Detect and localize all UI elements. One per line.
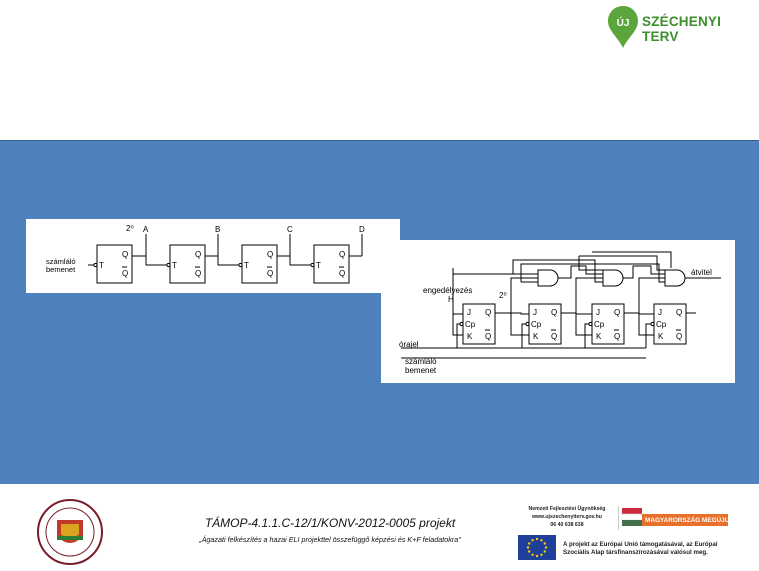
ff2-q-label: Q [195, 250, 201, 259]
ff3-qbar-label: Q [267, 269, 273, 278]
ff1-q-label: Q [122, 250, 128, 259]
ff4-q-label: Q [676, 308, 682, 317]
hungary-renews-banner [617, 506, 730, 530]
output-a-label: A [143, 225, 149, 234]
ff2-qbar-label: Q [551, 332, 557, 341]
ff1-cp-label: Cp [465, 320, 476, 329]
agency-website: www.ujszechenyiterv.gov.hu [532, 514, 602, 520]
ff4-j-label: J [658, 308, 662, 317]
ff3-cp-label: Cp [594, 320, 605, 329]
ff2-k-label: K [533, 332, 539, 341]
power-label: 2⁰ [126, 224, 134, 233]
ff3-j-label: J [596, 308, 600, 317]
ff3-qbar-label: Q [614, 332, 620, 341]
ff1-k-label: K [467, 332, 473, 341]
ff3-t-label: T [244, 261, 249, 270]
ff1-j-label: J [467, 308, 471, 317]
clock-label: órajel [399, 340, 419, 349]
carry-label: átvitel [691, 268, 712, 277]
agency-phone: 06 40 638 638 [550, 522, 584, 528]
ff2-qbar-label: Q [195, 269, 201, 278]
power-label-2: 2⁰ [499, 291, 507, 300]
eu-funding-line-2: Szociális Alap társfinanszírozásával val… [563, 549, 708, 556]
hungary-banner-text: MAGYARORSZÁG MEGÚJUL [645, 517, 734, 524]
eu-funding-line-1: A projekt az Európai Unió támogatásával,… [563, 541, 718, 548]
hungary-flag-icon [617, 506, 728, 530]
async-counter-diagram: számláló bemenet 2⁰ A B C D T Q Q T Q Q … [26, 219, 400, 293]
counter-input-label-1: számláló [46, 257, 76, 266]
ff2-t-label: T [172, 261, 177, 270]
ff4-cp-label: Cp [656, 320, 667, 329]
ff4-q-label: Q [339, 250, 345, 259]
agency-info: Nemzeti Fejlesztési Ügynökség www.ujszec… [516, 505, 618, 529]
agency-name: Nemzeti Fejlesztési Ügynökség [528, 506, 606, 512]
ff4-t-label: T [316, 261, 321, 270]
ff3-q-label: Q [267, 250, 273, 259]
university-seal-icon [37, 499, 103, 565]
enable-signal-label: H [448, 295, 454, 304]
project-title: TÁMOP-4.1.1.C-12/1/KONV-2012-0005 projek… [204, 516, 456, 530]
counter-label-2: bemenet [405, 366, 437, 375]
counter-label-1: számláló [405, 357, 437, 366]
ff1-q-label: Q [485, 308, 491, 317]
logo-text: SZÉCHENYI TERV [642, 14, 722, 44]
eu-flag-icon [518, 535, 556, 560]
ff3-q-label: Q [614, 308, 620, 317]
sync-counter-diagram: engedélyezés H 2⁰ átvitel órajel számlál… [381, 240, 735, 383]
counter-input-label-2: bemenet [46, 265, 76, 274]
university-crest-logo [35, 498, 105, 566]
async-counter-svg: számláló bemenet 2⁰ A B C D T Q Q T Q Q … [46, 224, 365, 284]
output-c-label: C [287, 225, 293, 234]
project-subtitle: „Ágazati felkészítés a hazai ELI projekt… [199, 535, 461, 544]
szechenyi-pin-icon: ÚJ [608, 6, 638, 48]
output-b-label: B [215, 225, 220, 234]
eu-stars-icon [526, 537, 548, 558]
ff4-qbar-label: Q [676, 332, 682, 341]
szechenyi-terv-logo: ÚJ SZÉCHENYI TERV [606, 4, 756, 50]
ff4-qbar-label: Q [339, 269, 345, 278]
ff2-q-label: Q [551, 308, 557, 317]
output-d-label: D [359, 225, 365, 234]
ff1-qbar-label: Q [122, 269, 128, 278]
ff2-cp-label: Cp [531, 320, 542, 329]
ff2-j-label: J [533, 308, 537, 317]
eu-funding-text: A projekt az Európai Unió támogatásával,… [563, 541, 743, 557]
logo-icon-text: ÚJ [617, 16, 630, 29]
ff1-t-label: T [99, 261, 104, 270]
ff3-k-label: K [596, 332, 602, 341]
sync-counter-svg: engedélyezés H 2⁰ átvitel órajel számlál… [399, 251, 721, 375]
enable-label: engedélyezés [423, 286, 472, 295]
ff1-qbar-label: Q [485, 332, 491, 341]
ff4-k-label: K [658, 332, 664, 341]
